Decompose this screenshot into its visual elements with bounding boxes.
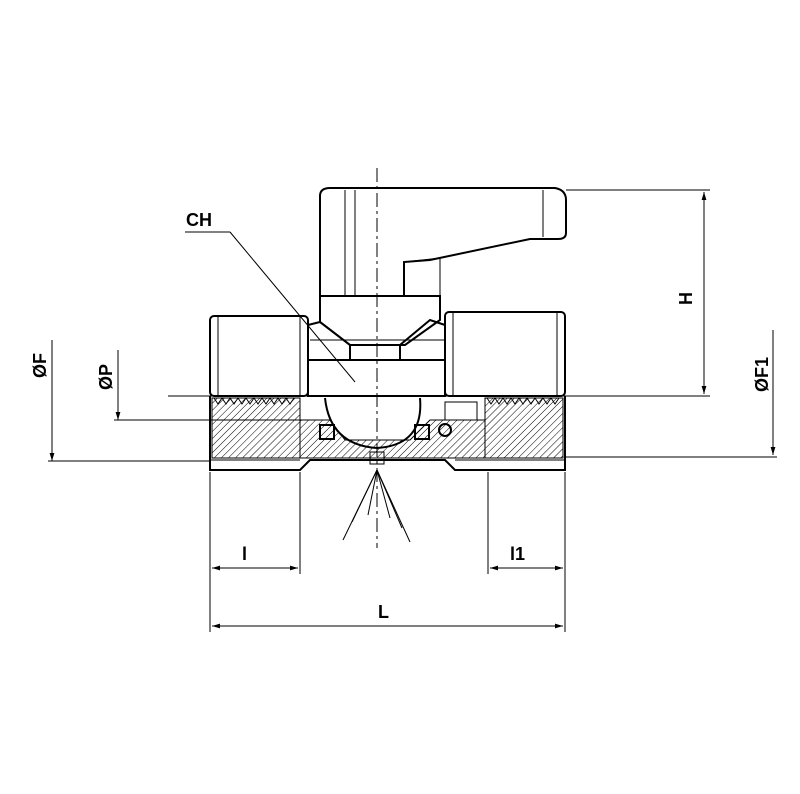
l-total-label: L: [378, 602, 389, 622]
h-label: H: [676, 292, 696, 305]
dim-l-total: L: [209, 574, 563, 632]
ch-callout: CH: [185, 210, 356, 383]
lever-handle: [319, 187, 567, 297]
section-view: [209, 396, 566, 471]
l1-label: l1: [510, 544, 525, 564]
right-hex-nut: [444, 311, 566, 397]
left-hex-nut: [209, 315, 309, 397]
dim-phi-f: ØF: [30, 340, 210, 462]
dim-l1: l1: [487, 472, 566, 632]
spray-lines: [342, 469, 411, 543]
phi-p-label: ØP: [96, 364, 116, 390]
dim-phi-f1: ØF1: [565, 330, 777, 458]
ch-label: CH: [186, 210, 212, 230]
l-small-label: l: [242, 544, 247, 564]
dim-l-small: l: [209, 472, 301, 574]
dim-h: H: [566, 189, 710, 397]
phi-f1-label: ØF1: [752, 357, 772, 392]
phi-f-label: ØF: [30, 353, 50, 378]
dim-phi-p: ØP: [96, 350, 300, 421]
